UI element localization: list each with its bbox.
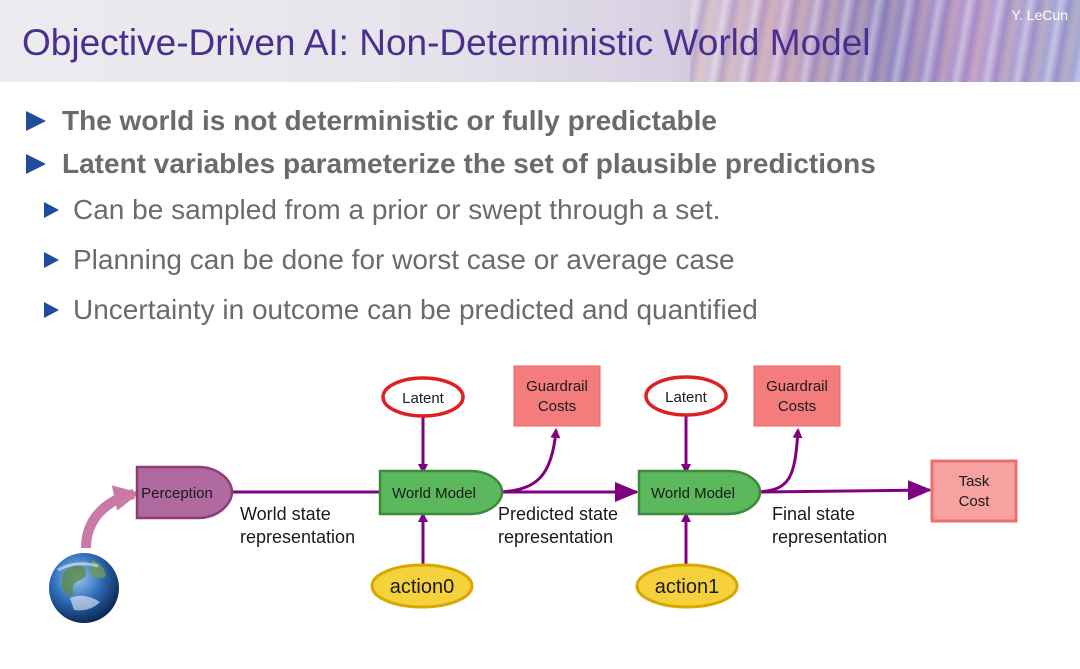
guardrail-2-line1: Guardrail [766, 378, 828, 395]
guardrail-1-line2: Costs [538, 398, 576, 415]
action1-node: action1 [637, 565, 737, 607]
world-model-2-label: World Model [651, 485, 735, 502]
arrow-wm2-to-guardrail2 [758, 430, 798, 492]
action0-label: action0 [390, 576, 455, 598]
guardrail-1-line1: Guardrail [526, 378, 588, 395]
latent-1-node: Latent [383, 378, 463, 416]
latent-2-node: Latent [646, 377, 726, 415]
guardrail-2-line2: Costs [778, 398, 816, 415]
perception-node: Perception [137, 467, 232, 518]
world-model-1-label: World Model [392, 485, 476, 502]
earth-icon [49, 553, 119, 623]
world-model-1-node: World Model [380, 471, 502, 514]
arrow-wm1-to-guardrail1 [500, 430, 556, 492]
latent-1-label: Latent [402, 390, 445, 407]
action0-node: action0 [372, 565, 472, 607]
latent-2-label: Latent [665, 389, 708, 406]
action1-label: action1 [655, 576, 720, 598]
predicted-state-label-line1: Predicted state [498, 504, 618, 524]
task-cost-node: Task Cost [932, 461, 1016, 521]
task-cost-line1: Task [959, 473, 990, 490]
guardrail-costs-1-node: Guardrail Costs [514, 366, 600, 426]
world-model-2-node: World Model [639, 471, 760, 514]
perception-label: Perception [141, 485, 213, 502]
final-state-label-line1: Final state [772, 504, 855, 524]
task-cost-line2: Cost [959, 493, 991, 510]
arrow-wm2-to-task-cost [758, 490, 930, 492]
guardrail-costs-2-node: Guardrail Costs [754, 366, 840, 426]
final-state-label-line2: representation [772, 527, 887, 547]
predicted-state-label-line2: representation [498, 527, 613, 547]
world-state-label-line1: World state [240, 504, 331, 524]
sensor-input-arrow [86, 494, 134, 548]
world-state-label-line2: representation [240, 527, 355, 547]
